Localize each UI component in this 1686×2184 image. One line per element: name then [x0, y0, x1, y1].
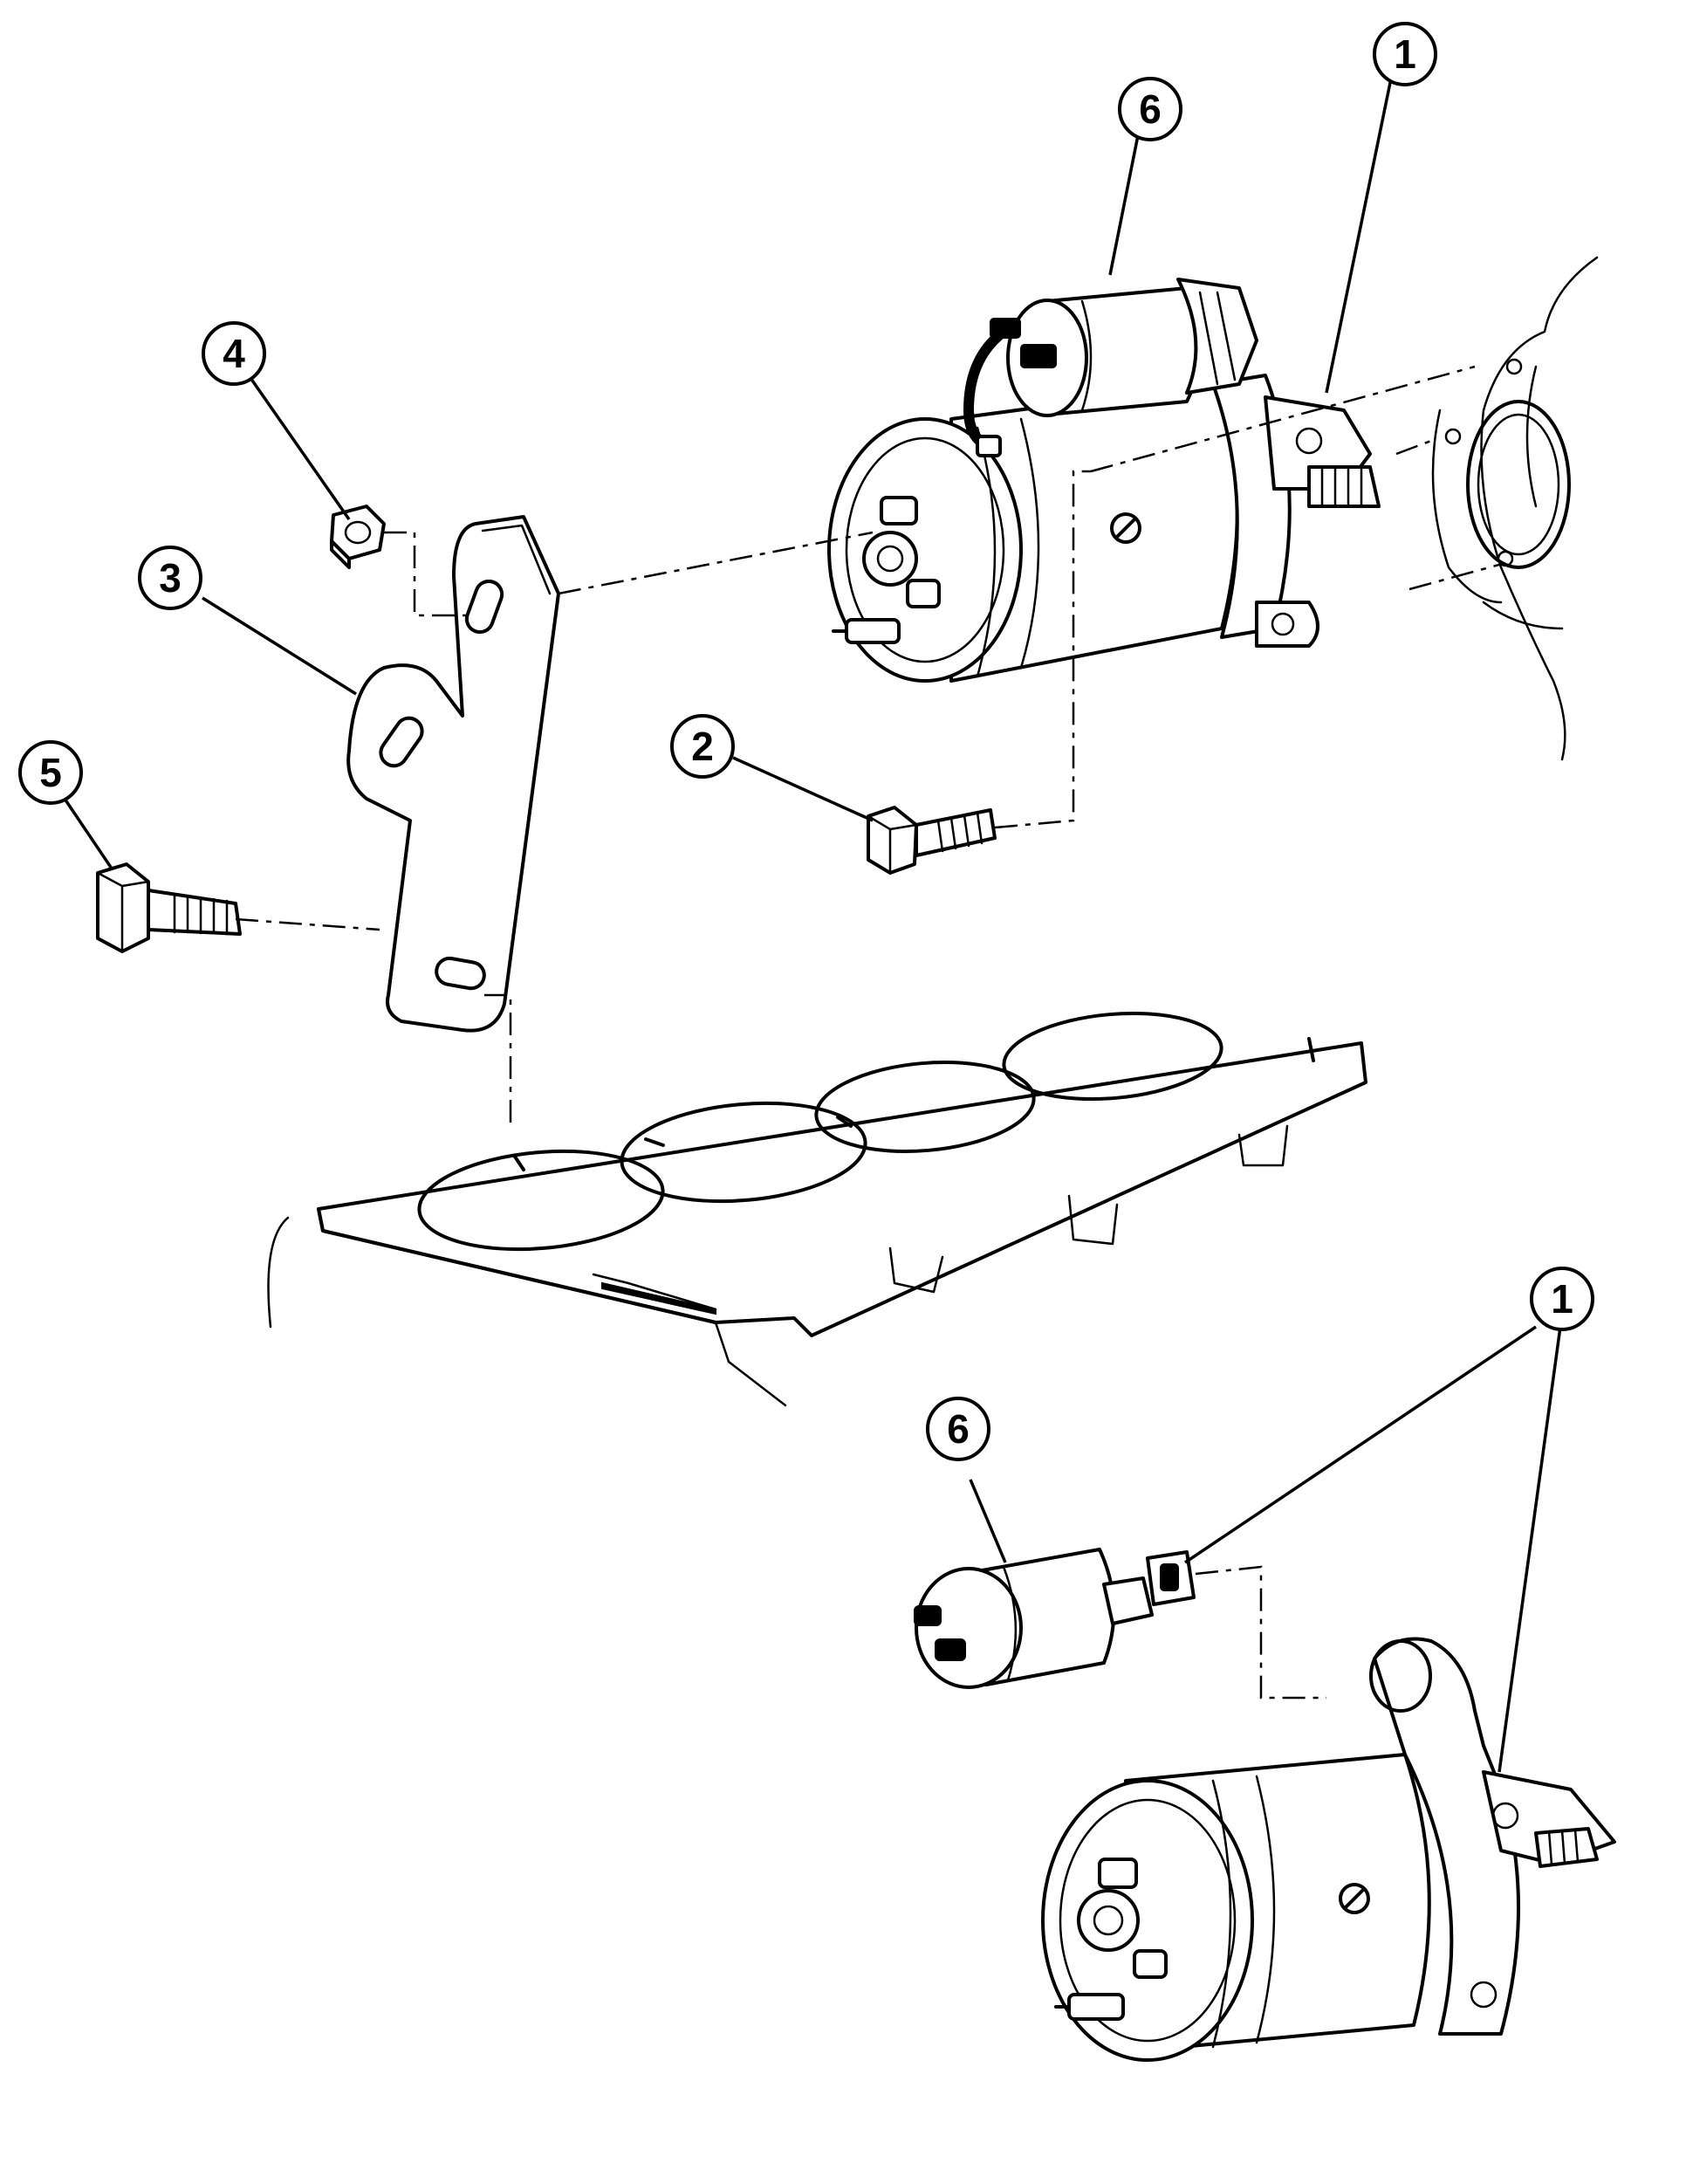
- starter-bolt: [867, 806, 997, 875]
- bracket-bolt: [96, 862, 242, 953]
- svg-text:6: 6: [1139, 86, 1162, 132]
- svg-text:6: 6: [947, 1406, 970, 1452]
- bracket-nut: [330, 505, 386, 569]
- solenoid-lower: [914, 1548, 1196, 1689]
- svg-text:3: 3: [159, 555, 182, 601]
- callout-c6-upper: 6: [1118, 77, 1182, 141]
- svg-text:1: 1: [1551, 1276, 1573, 1322]
- alignment-lines: [235, 365, 1506, 1700]
- callout-c6-lower: 6: [926, 1397, 990, 1461]
- svg-text:2: 2: [691, 724, 714, 769]
- svg-text:4: 4: [223, 331, 245, 376]
- solenoid-upper: [963, 278, 1258, 457]
- svg-text:1: 1: [1394, 31, 1416, 77]
- svg-text:5: 5: [39, 750, 62, 795]
- callout-c1-lower: 1: [1530, 1267, 1594, 1331]
- leader-lines: [61, 73, 1562, 1773]
- starter-motor-lower: [1041, 1637, 1616, 2062]
- mounting-bracket: [346, 515, 560, 1033]
- callout-c1-upper: 1: [1373, 22, 1437, 86]
- callout-c5: 5: [18, 740, 83, 805]
- callout-c3: 3: [138, 546, 202, 610]
- callout-c4: 4: [202, 321, 266, 386]
- cylinder-head-gasket: [267, 1011, 1367, 1407]
- callout-c2: 2: [670, 714, 735, 779]
- starter-motor-upper: [827, 374, 1381, 683]
- transmission-housing: [1431, 256, 1599, 761]
